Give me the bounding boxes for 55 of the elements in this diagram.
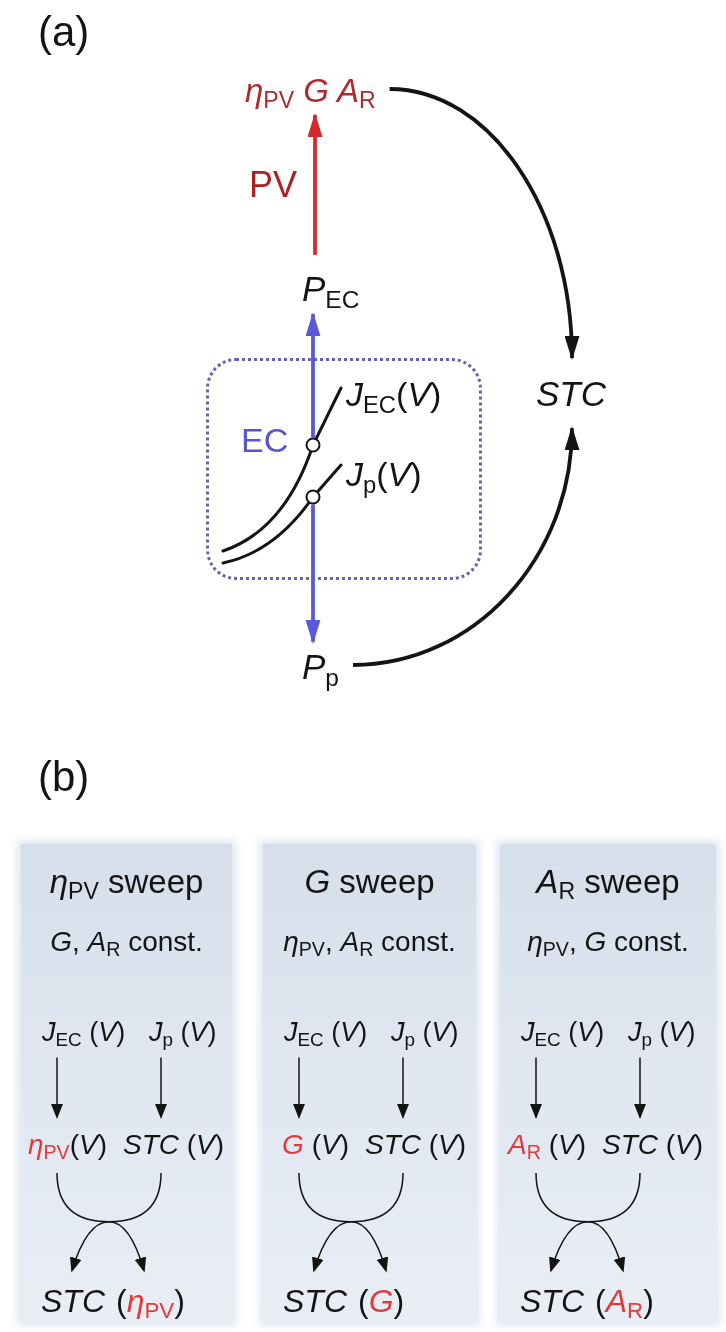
curved-arrow <box>389 87 579 360</box>
panel-subtitle: η$_{PV}$, G const. <box>527 925 689 959</box>
panel-label: (a) <box>38 7 90 57</box>
circle-marker <box>305 489 321 505</box>
formula-label: J$_{EC}$ (V) <box>284 1017 368 1049</box>
formula-label: (A$_{R}$) <box>595 1282 654 1320</box>
arrow <box>293 1056 305 1119</box>
arrow <box>397 1056 409 1119</box>
formula-label: J$_{p}$ (V) <box>391 1017 459 1049</box>
formula-label: η$_{PV}$(V) <box>27 1128 107 1162</box>
panel-subtitle: G, A$_{R}$ const. <box>50 925 203 959</box>
formula-label: STC (V) <box>123 1128 225 1162</box>
arrow <box>305 504 321 644</box>
formula-label: η$_{PV}$ G A$_{R}$ <box>245 72 376 110</box>
formula-label: STC <box>41 1282 105 1320</box>
formula-label: G (V) <box>282 1128 349 1162</box>
arrow <box>530 1056 542 1119</box>
panel-subtitle: η$_{PV}$, A$_{R}$ const. <box>283 925 456 959</box>
formula-label: J$_{EC}$ (V) <box>42 1017 126 1049</box>
sweep-panel <box>263 844 476 1322</box>
panel-label: (b) <box>38 752 90 802</box>
formula-label: P$_{EC}$ <box>302 268 360 310</box>
curved-arrow <box>298 1172 388 1273</box>
formula-label: STC (V) <box>365 1128 467 1162</box>
formula-label: STC <box>283 1282 347 1320</box>
curved-arrow <box>312 1172 404 1273</box>
curved-arrow <box>535 1172 625 1273</box>
arrow <box>634 1056 646 1119</box>
formula-label: (η$_{PV}$) <box>116 1282 185 1320</box>
sweep-panel <box>500 844 716 1322</box>
formula-label: J$_{p}$ (V) <box>628 1017 696 1049</box>
formula-label: J$_{p}$ (V) <box>149 1017 217 1049</box>
formula-label: A$_{R}$ (V) <box>508 1128 586 1162</box>
panel-heading: η$_{PV}$ sweep <box>49 863 204 901</box>
curved-arrow <box>549 1172 641 1273</box>
arrow <box>155 1056 167 1119</box>
region-label: EC <box>241 421 289 461</box>
formula-label: J$_{EC}$ (V) <box>521 1017 605 1049</box>
circle-marker <box>305 437 321 453</box>
curved-arrow <box>70 1172 162 1273</box>
curved-arrow <box>56 1172 146 1273</box>
dotted-frame <box>206 358 482 580</box>
curve-label: J$_{EC}$(V) <box>346 375 442 415</box>
formula-label: (G) <box>358 1282 405 1320</box>
formula-label: STC <box>536 373 606 415</box>
sweep-panel <box>21 844 232 1322</box>
arrow <box>51 1056 63 1119</box>
formula-label: STC (V) <box>602 1128 704 1162</box>
curved-arrow <box>352 426 579 667</box>
panel-heading: G sweep <box>304 863 435 901</box>
arrow <box>305 312 321 438</box>
edge-label: PV <box>248 164 297 206</box>
arrow <box>307 112 323 255</box>
panel-heading: A$_{R}$ sweep <box>536 863 680 901</box>
formula-label: STC <box>520 1282 584 1320</box>
